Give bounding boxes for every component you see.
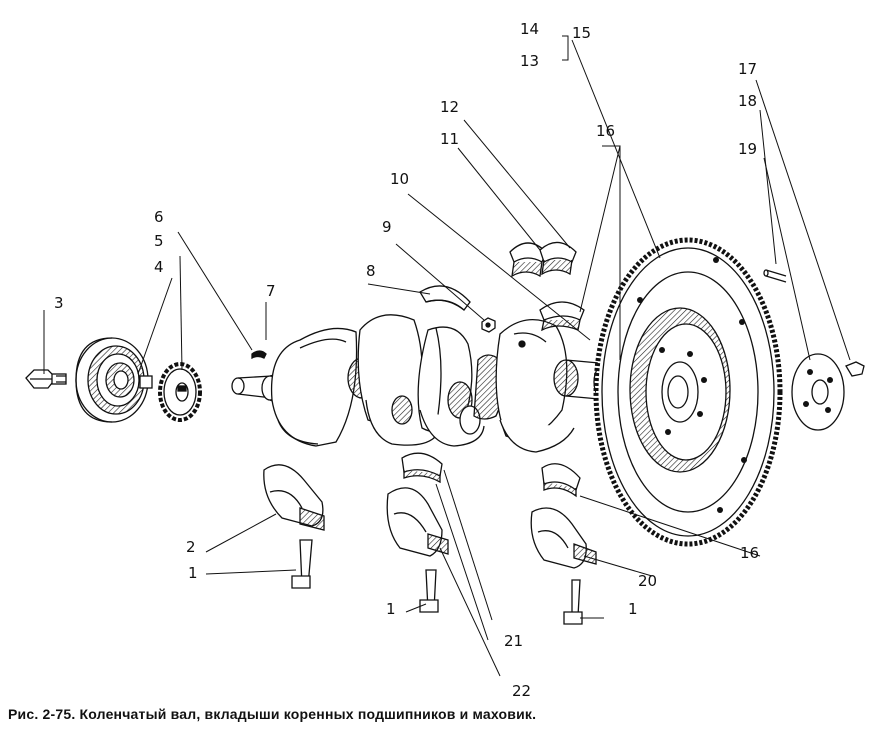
pulley-bolt-part <box>25 369 67 389</box>
callout-1b: 1 <box>386 600 396 618</box>
callout-22: 22 <box>512 682 531 700</box>
upper-bearing-shells <box>419 241 585 332</box>
lower-bearing-cap-rear <box>530 507 597 625</box>
nut-part <box>481 317 496 333</box>
callout-11: 11 <box>440 130 459 148</box>
callout-17: 17 <box>738 60 757 78</box>
lower-bearing-cap-front <box>263 464 325 589</box>
callout-16b: 16 <box>740 544 759 562</box>
callout-8: 8 <box>366 262 376 280</box>
callout-19: 19 <box>738 140 757 158</box>
callout-15: 15 <box>572 24 591 42</box>
callout-20: 20 <box>638 572 657 590</box>
figure-caption: Рис. 2-75. Коленчатый вал, вкладыши коре… <box>8 706 537 722</box>
lower-bearing-shell-rear <box>541 463 581 498</box>
flywheel-part <box>593 237 783 547</box>
callout-1c: 1 <box>628 600 638 618</box>
lower-bearing-cap-middle <box>386 487 449 613</box>
callout-9: 9 <box>382 218 392 236</box>
callout-7: 7 <box>266 282 276 300</box>
callout-3: 3 <box>54 294 64 312</box>
callout-1a: 1 <box>188 564 198 582</box>
callout-21: 21 <box>504 632 523 650</box>
callout-16a: 16 <box>596 122 615 140</box>
flywheel-pin-part <box>763 269 787 283</box>
key-part <box>251 350 267 360</box>
callout-14: 14 <box>520 20 539 38</box>
flywheel-washer-part <box>791 353 865 431</box>
lower-bearing-shell-middle <box>401 452 443 484</box>
crankshaft-sprocket-part <box>158 362 202 422</box>
callout-5: 5 <box>154 232 164 250</box>
callout-18: 18 <box>738 92 757 110</box>
callout-labels: 1 1 1 2 3 4 5 6 7 8 9 10 11 12 13 14 15 … <box>54 20 759 700</box>
crankshaft-part <box>231 314 635 453</box>
callout-6: 6 <box>154 208 164 226</box>
exploded-diagram: 1 1 1 2 3 4 5 6 7 8 9 10 11 12 13 14 15 … <box>25 20 865 700</box>
callout-2: 2 <box>186 538 196 556</box>
crankshaft-pulley-part <box>75 337 153 423</box>
callout-13: 13 <box>520 52 539 70</box>
leader-lines <box>43 35 851 677</box>
callout-10: 10 <box>390 170 409 188</box>
callout-4: 4 <box>154 258 164 276</box>
callout-12: 12 <box>440 98 459 116</box>
